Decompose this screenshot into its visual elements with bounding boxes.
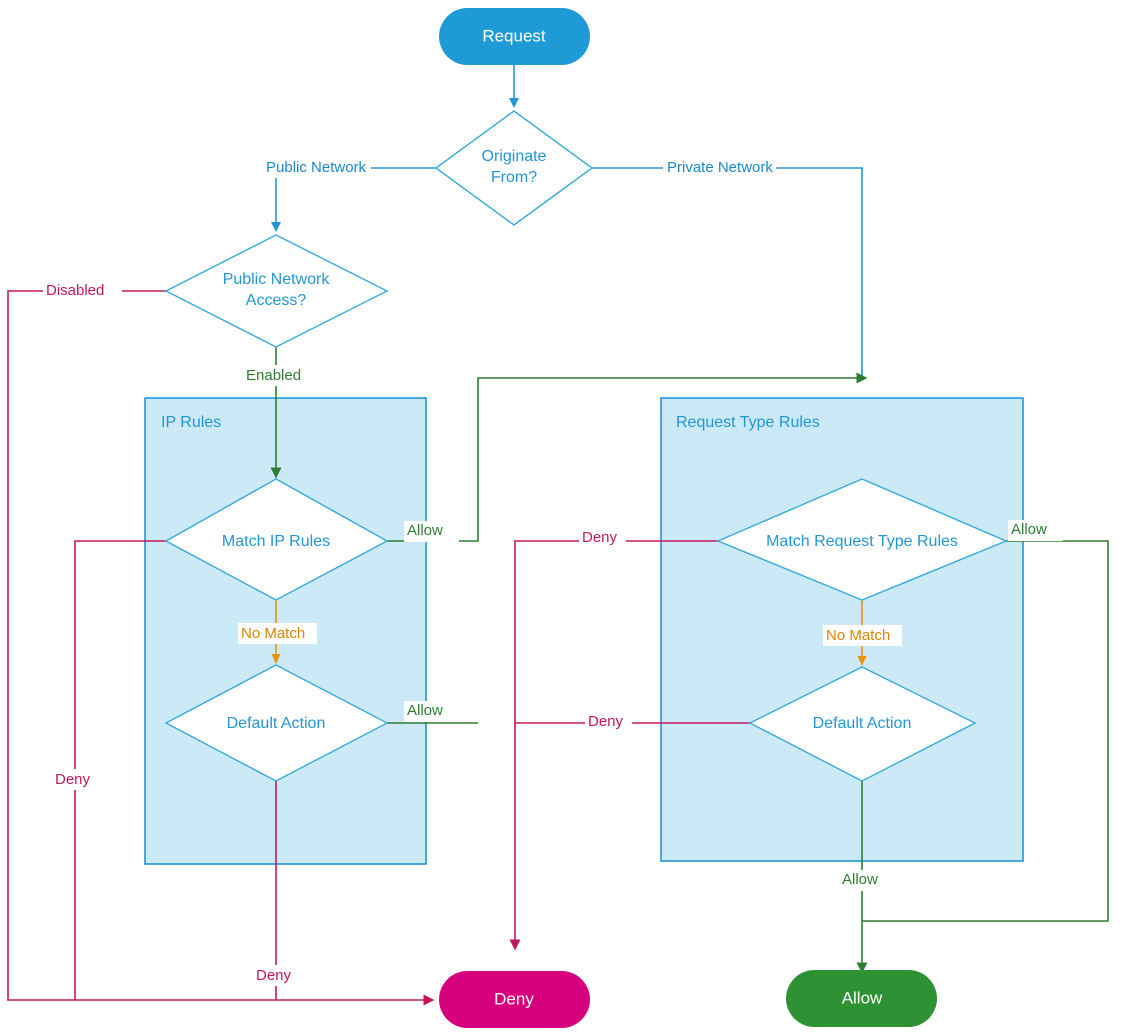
decision-originate-from[interactable] [434, 110, 594, 226]
edge-label-allow-match-ip: Allow [407, 522, 443, 539]
edge-label-public-network: Public Network [266, 159, 367, 176]
edge-label-bg-deny-disabled-path [52, 769, 99, 790]
edge-label-deny-default-left: Deny [256, 967, 292, 984]
edge-label-bg-deny-default-left [253, 965, 300, 986]
edge-label-bg-allow-default-right [839, 870, 894, 891]
edge-match-ip-deny [74, 540, 166, 1000]
group-request-type-rules-title: Request Type Rules [676, 414, 820, 431]
edge-label-private-network: Private Network [667, 159, 773, 176]
decision-match-ip-rules-label: Match IP Rules [222, 533, 330, 550]
edge-label-allow-match-request-type: Allow [1011, 521, 1047, 538]
decision-public-network-access[interactable] [164, 234, 389, 348]
edge-label-bg-deny-default-right [585, 712, 632, 733]
decision-default-action-right[interactable] [748, 666, 977, 782]
edge-label-deny-disabled-path: Deny [55, 771, 91, 788]
edge-private-network [592, 167, 863, 378]
edge-label-enabled: Enabled [246, 367, 301, 384]
decision-public-network-access-label-line2: Access? [246, 292, 307, 309]
edge-label-deny-match-request-type: Deny [582, 529, 618, 546]
terminal-allow-label: Allow [842, 988, 883, 1007]
terminal-request-label: Request [482, 26, 546, 45]
decision-default-action-left[interactable] [164, 664, 389, 782]
edge-label-allow-default-right: Allow [842, 871, 878, 888]
edge-label-bg-private-network [663, 157, 776, 178]
edge-label-disabled: Disabled [46, 282, 104, 299]
decision-default-action-left-label: Default Action [227, 715, 326, 732]
edge-label-no-match-left: No Match [241, 625, 305, 642]
decision-match-request-type-rules-label: Match Request Type Rules [766, 533, 958, 550]
edge-label-no-match-right: No Match [826, 627, 890, 644]
edge-deny-match-request-type [509, 540, 718, 951]
edge-label-bg-allow-default-left [404, 701, 459, 722]
edge-label-bg-public-network [261, 157, 371, 178]
decision-originate-from-label-line2: From? [491, 169, 537, 186]
edge-label-bg-allow-match-ip [404, 521, 459, 542]
terminal-deny-label: Deny [494, 989, 534, 1008]
terminal-deny[interactable] [439, 971, 590, 1028]
decision-default-action-right-label: Default Action [813, 715, 912, 732]
edge-label-bg-deny-match-request-type [579, 528, 626, 549]
decision-originate-from-label-line1: Originate [482, 148, 547, 165]
decision-public-network-access-label-line1: Public Network [223, 271, 331, 288]
edge-label-bg-no-match-right [823, 625, 902, 646]
edge-label-bg-disabled [43, 280, 122, 301]
terminal-allow[interactable] [786, 970, 937, 1027]
edge-label-bg-enabled [243, 365, 310, 386]
edge-label-bg-no-match-left [238, 623, 317, 644]
decision-match-ip-rules[interactable] [164, 478, 389, 601]
decision-match-request-type-rules[interactable] [716, 478, 1008, 601]
terminal-request[interactable] [439, 8, 590, 65]
edge-label-bg-allow-match-request-type [1008, 520, 1063, 541]
edge-label-deny-default-right: Deny [588, 713, 624, 730]
edge-label-allow-default-left: Allow [407, 702, 443, 719]
group-ip-rules-title: IP Rules [161, 414, 221, 431]
